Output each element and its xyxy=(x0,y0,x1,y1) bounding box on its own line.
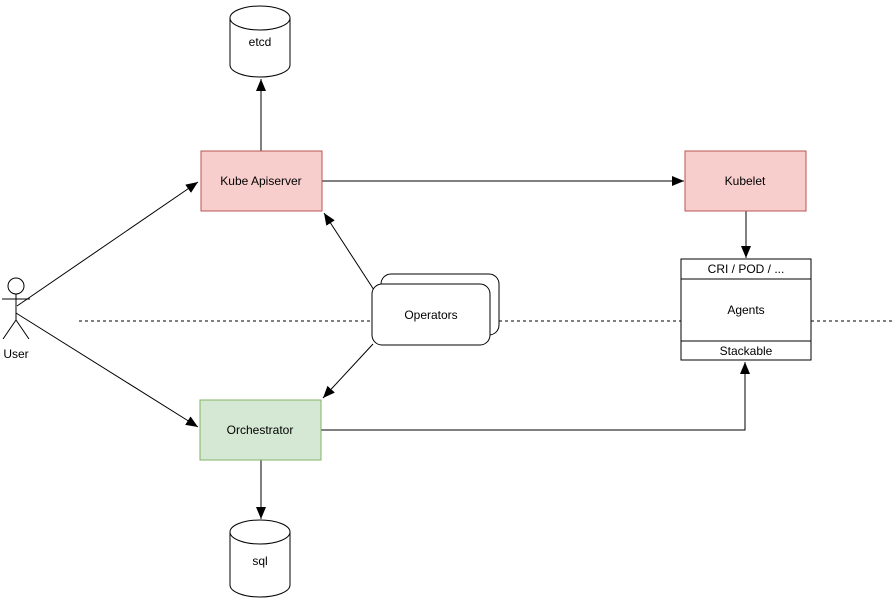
operators-front-card xyxy=(371,283,491,346)
kube-apiserver-box xyxy=(200,150,323,212)
edge-operators-to-orchestrator xyxy=(322,343,374,399)
operators-label: Operators xyxy=(404,308,457,322)
user-actor-body xyxy=(2,294,30,340)
etcd-label: etcd xyxy=(249,35,272,49)
user-actor-icon xyxy=(7,277,25,295)
edge-user-to-kube-apiserver xyxy=(16,181,199,307)
orchestrator-box xyxy=(199,399,322,461)
sql-label: sql xyxy=(252,554,267,568)
sql-cylinder-shape xyxy=(229,532,291,598)
agents-label: Agents xyxy=(727,303,764,317)
node-orchestrator: Orchestrator xyxy=(199,399,322,461)
orchestrator-label: Orchestrator xyxy=(227,423,294,437)
etcd-cylinder-shape xyxy=(229,18,291,78)
node-etcd: etcd xyxy=(229,5,291,78)
edge-operators-to-kube-apiserver xyxy=(323,212,375,291)
node-user: User xyxy=(2,277,30,361)
sql-cylinder-top xyxy=(229,519,291,545)
edge-orchestrator-to-stackable xyxy=(321,362,750,431)
kubelet-box xyxy=(684,150,807,212)
agents-header-label: CRI / POD / ... xyxy=(708,262,785,276)
node-agents: CRI / POD / ... Agents Stackable xyxy=(680,258,812,361)
user-label: User xyxy=(3,347,28,361)
kube-apiserver-label: Kube Apiserver xyxy=(220,174,301,188)
kubelet-label: Kubelet xyxy=(725,174,766,188)
agents-box xyxy=(680,258,812,361)
agents-footer-label: Stackable xyxy=(720,344,773,358)
node-operators: Operators xyxy=(371,273,500,346)
node-kube-apiserver: Kube Apiserver xyxy=(200,150,323,212)
node-kubelet: Kubelet xyxy=(684,150,807,212)
node-sql: sql xyxy=(229,519,291,598)
etcd-cylinder-top xyxy=(229,5,291,31)
edge-user-to-orchestrator xyxy=(15,312,199,428)
